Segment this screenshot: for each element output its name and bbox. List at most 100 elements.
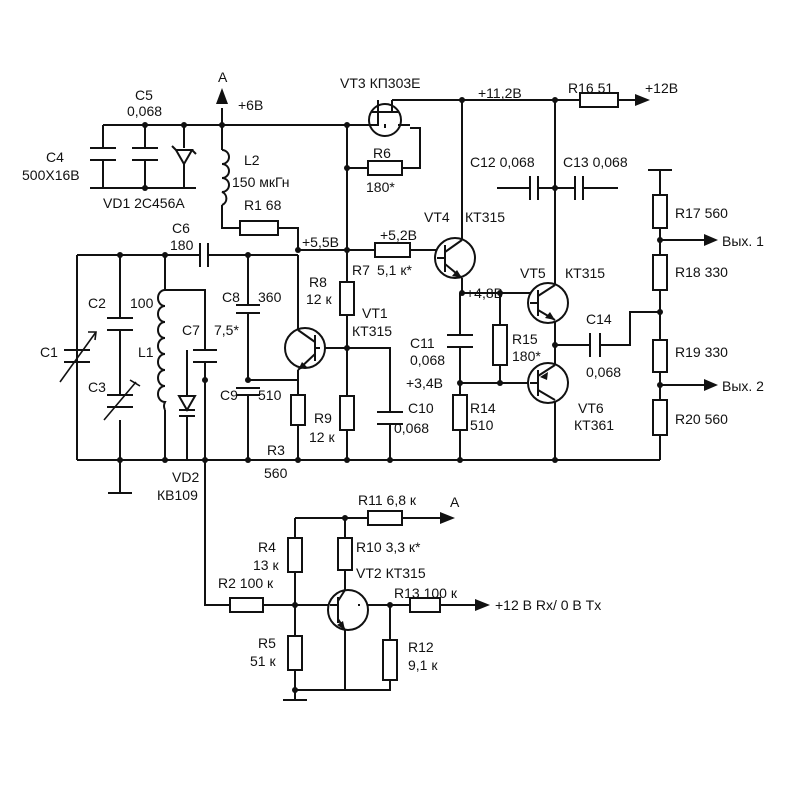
label-c12: C12 0,068 xyxy=(470,154,535,170)
label-r8: R8 xyxy=(309,274,327,290)
transistor-vt2 xyxy=(327,589,369,631)
label-a-bottom: A xyxy=(450,494,460,510)
arrowheads xyxy=(216,88,718,611)
label-c7: C7 xyxy=(182,322,200,338)
label-r9-val: 12 к xyxy=(309,429,335,445)
label-c11: C11 xyxy=(410,335,435,351)
label-vt5: VT5 xyxy=(520,265,546,281)
label-l2-val: 150 мкГн xyxy=(232,174,290,190)
capacitors xyxy=(59,147,601,425)
resistor-r2 xyxy=(229,597,264,613)
label-r9: R9 xyxy=(314,410,332,426)
capacitor-c1-variable xyxy=(59,331,97,383)
capacitor-c10 xyxy=(377,411,403,425)
label-c7-val: 7,5* xyxy=(214,322,239,338)
label-c6-val: 180 xyxy=(170,237,194,253)
arrow-out1 xyxy=(704,234,718,246)
label-a-top: A xyxy=(218,69,228,85)
label-c5-val: 0,068 xyxy=(127,103,162,119)
capacitor-c8 xyxy=(236,304,260,314)
resistor-r6 xyxy=(367,160,403,176)
capacitor-c6 xyxy=(199,243,209,267)
label-c9-val: 510 xyxy=(258,387,282,403)
capacitor-c13 xyxy=(574,176,584,200)
resistor-r3 xyxy=(290,394,306,426)
label-c9: C9 xyxy=(220,387,238,403)
label-l1: L1 xyxy=(138,344,154,360)
resistor-r1 xyxy=(239,220,279,236)
capacitor-c7 xyxy=(193,349,217,363)
junction-dots xyxy=(117,97,663,693)
label-vd2-type: КВ109 xyxy=(157,487,198,503)
label-vt2: VT2 КТ315 xyxy=(356,565,426,581)
label-r3-val: 560 xyxy=(264,465,288,481)
capacitor-c3-trimmer xyxy=(103,379,141,421)
label-out1: Вых. 1 xyxy=(722,233,764,249)
label-node-3-4: +3,4В xyxy=(406,375,443,391)
label-c2: C2 xyxy=(88,295,106,311)
transistor-vt3 xyxy=(368,99,418,137)
label-c14-val: 0,068 xyxy=(586,364,621,380)
label-r6-val: 180* xyxy=(366,179,395,195)
resistor-r11 xyxy=(367,510,403,526)
label-r8-val: 12 к xyxy=(306,291,332,307)
arrow-a-top xyxy=(216,88,228,104)
label-c8: C8 xyxy=(222,289,240,305)
label-r10: R10 3,3 к* xyxy=(356,539,421,555)
label-r11: R11 6,8 к xyxy=(358,492,417,508)
resistor-r7 xyxy=(374,242,411,258)
label-node-5-2: +5,2В xyxy=(380,227,417,243)
label-r12: R12 xyxy=(408,639,434,655)
label-node-4-8: +4,8В xyxy=(466,285,503,301)
label-r7: R7 xyxy=(352,262,370,278)
resistor-r12 xyxy=(382,639,398,681)
resistor-r14 xyxy=(452,394,468,431)
label-r14-val: 510 xyxy=(470,417,494,433)
label-r12-val: 9,1 к xyxy=(408,657,438,673)
label-c1: C1 xyxy=(40,344,58,360)
label-vt5-type: КТ315 xyxy=(565,265,605,281)
label-c8-val: 360 xyxy=(258,289,282,305)
label-vd2: VD2 xyxy=(172,469,199,485)
label-r5: R5 xyxy=(258,635,276,651)
label-c10: C10 xyxy=(408,400,434,416)
label-r7-val: 5,1 к* xyxy=(377,262,412,278)
inductor-l2 xyxy=(221,149,230,206)
label-vt4: VT4 xyxy=(424,209,450,225)
component-labels: VT3 КП303Е +11,2В R16 51 +12В A +6В C5 0… xyxy=(22,69,764,673)
capacitor-c2 xyxy=(107,317,133,331)
resistor-r13 xyxy=(409,597,441,613)
label-rxtx: +12 В Rx/ 0 В Tx xyxy=(495,597,601,613)
label-r16: R16 51 xyxy=(568,80,613,96)
transistor-vt5 xyxy=(527,282,569,324)
label-c10-val: 0,068 xyxy=(394,420,429,436)
label-vt3: VT3 КП303Е xyxy=(340,75,420,91)
zener-vd1 xyxy=(171,145,197,167)
label-out2: Вых. 2 xyxy=(722,378,764,394)
label-r15-val: 180* xyxy=(512,348,541,364)
label-r2: R2 100 к xyxy=(218,575,274,591)
transistor-vt1 xyxy=(284,327,326,371)
label-r18: R18 330 xyxy=(675,264,728,280)
label-vt6-type: КТ361 xyxy=(574,417,614,433)
label-c5: C5 xyxy=(135,87,153,103)
label-vd1: VD1 2С456А xyxy=(103,195,185,211)
resistor-r10 xyxy=(337,537,353,571)
label-c2-val: 100 xyxy=(130,295,154,311)
label-node-11-2: +11,2В xyxy=(478,85,522,101)
resistor-r4 xyxy=(287,537,303,573)
label-plus12: +12В xyxy=(645,80,678,96)
varicap-vd2 xyxy=(177,380,197,420)
capacitor-c12 xyxy=(529,176,539,200)
arrow-plus12 xyxy=(635,94,650,106)
label-vt4-type: КТ315 xyxy=(465,209,505,225)
label-c11-val: 0,068 xyxy=(410,352,445,368)
label-r20: R20 560 xyxy=(675,411,728,427)
resistor-r9 xyxy=(339,395,355,431)
label-c3: C3 xyxy=(88,379,106,395)
label-c13: C13 0,068 xyxy=(563,154,628,170)
resistor-r18 xyxy=(652,254,668,291)
capacitor-c5 xyxy=(132,147,158,161)
